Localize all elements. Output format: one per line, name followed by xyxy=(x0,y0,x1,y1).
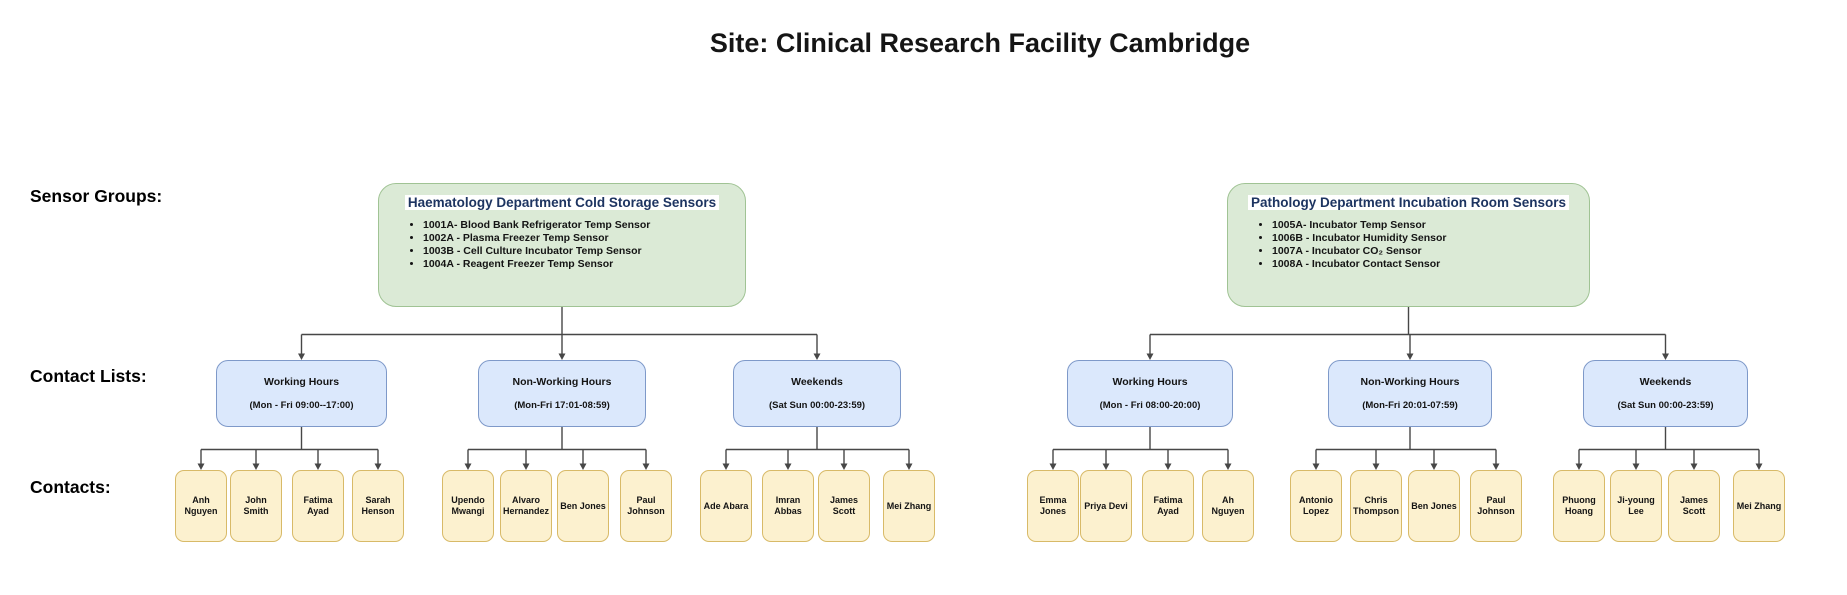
contact-list-name: Weekends xyxy=(791,376,843,388)
contact-list-schedule: (Mon - Fri 08:00-20:00) xyxy=(1099,400,1201,411)
contact-name: Imran Abbas xyxy=(774,495,802,516)
contact-list-schedule: (Sat Sun 00:00-23:59) xyxy=(1617,400,1714,411)
contact-node: Mei Zhang xyxy=(883,470,935,542)
contact-list-schedule: (Mon-Fri 17:01-08:59) xyxy=(514,400,610,411)
contact-node: Anh Nguyen xyxy=(175,470,227,542)
contact-list-name: Weekends xyxy=(1639,376,1692,388)
contact-node: Fatima Ayad xyxy=(1142,470,1194,542)
contact-list-node: Working Hours (Mon - Fri 09:00--17:00) xyxy=(216,360,387,427)
contact-name: Ben Jones xyxy=(1411,500,1457,511)
sensor-list-item: 1007A - Incubator CO₂ Sensor xyxy=(1272,245,1581,258)
contact-node: Sarah Henson xyxy=(352,470,404,542)
sensor-list-item: 1005A- Incubator Temp Sensor xyxy=(1272,219,1581,232)
sensor-list-item: 1002A - Plasma Freezer Temp Sensor xyxy=(423,232,737,245)
contact-node: Upendo Mwangi xyxy=(442,470,494,542)
contact-name: Fatima Ayad xyxy=(303,495,333,516)
sensor-list: 1005A- Incubator Temp Sensor 1006B - Inc… xyxy=(1236,219,1581,271)
contact-list-name: Working Hours xyxy=(263,376,340,388)
contact-name: Sarah Henson xyxy=(361,495,395,516)
contact-list-node: Weekends (Sat Sun 00:00-23:59) xyxy=(733,360,901,427)
contact-name: Priya Devi xyxy=(1084,500,1128,511)
contact-name: Phuong Hoang xyxy=(1562,495,1596,516)
contact-name: Ben Jones xyxy=(560,500,606,511)
sensor-group-node: Pathology Department Incubation Room Sen… xyxy=(1227,183,1590,307)
contact-name: Mei Zhang xyxy=(886,500,932,511)
contact-node: Phuong Hoang xyxy=(1553,470,1605,542)
contact-node: Chris Thompson xyxy=(1350,470,1402,542)
contact-list-name: Working Hours xyxy=(1112,376,1188,388)
contact-list-node: Non-Working Hours (Mon-Fri 17:01-08:59) xyxy=(478,360,646,427)
sensor-list-item: 1008A - Incubator Contact Sensor xyxy=(1272,258,1581,271)
contact-node: Mei Zhang xyxy=(1733,470,1785,542)
sensor-list-item: 1001A- Blood Bank Refrigerator Temp Sens… xyxy=(423,219,737,232)
contact-name: John Smith xyxy=(243,495,269,516)
contact-node: James Scott xyxy=(818,470,870,542)
contact-node: Paul Johnson xyxy=(1470,470,1522,542)
contact-node: Fatima Ayad xyxy=(292,470,344,542)
contact-name: Ade Abara xyxy=(703,500,749,511)
contact-node: Ji-young Lee xyxy=(1610,470,1662,542)
contact-node: Alvaro Hernandez xyxy=(500,470,552,542)
contact-list-name: Non-Working Hours xyxy=(1360,376,1460,388)
contact-name: Antonio Lopez xyxy=(1299,495,1333,516)
contact-name: Fatima Ayad xyxy=(1153,495,1183,516)
contact-node: Ah Nguyen xyxy=(1202,470,1254,542)
contact-list-schedule: (Mon-Fri 20:01-07:59) xyxy=(1362,400,1458,411)
contact-name: Upendo Mwangi xyxy=(451,495,485,516)
contact-list-name: Non-Working Hours xyxy=(512,376,612,388)
row-label-contact-lists: Contact Lists: xyxy=(30,366,147,386)
sensor-list-item: 1004A - Reagent Freezer Temp Sensor xyxy=(423,258,737,271)
contact-name: James Scott xyxy=(1679,495,1709,516)
sensor-list-item: 1003B - Cell Culture Incubator Temp Sens… xyxy=(423,245,737,258)
contact-name: Paul Johnson xyxy=(627,495,665,516)
contact-list-node: Weekends (Sat Sun 00:00-23:59) xyxy=(1583,360,1748,427)
contact-list-node: Non-Working Hours (Mon-Fri 20:01-07:59) xyxy=(1328,360,1492,427)
site-title: Site: Clinical Research Facility Cambrid… xyxy=(709,28,1251,58)
contact-node: Antonio Lopez xyxy=(1290,470,1342,542)
contact-node: Emma Jones xyxy=(1027,470,1079,542)
contact-name: Ji-young Lee xyxy=(1617,495,1655,516)
contact-name: Mei Zhang xyxy=(1736,500,1782,511)
contact-node: John Smith xyxy=(230,470,282,542)
contact-name: Ah Nguyen xyxy=(1211,495,1245,516)
contact-node: James Scott xyxy=(1668,470,1720,542)
contact-node: Ben Jones xyxy=(557,470,609,542)
contact-node: Priya Devi xyxy=(1080,470,1132,542)
row-label-sensor-groups: Sensor Groups: xyxy=(30,186,163,206)
contact-name: Alvaro Hernandez xyxy=(503,495,550,516)
contact-list-schedule: (Mon - Fri 09:00--17:00) xyxy=(249,400,354,411)
contact-name: Chris Thompson xyxy=(1353,495,1399,516)
row-label-contacts: Contacts: xyxy=(30,477,111,497)
contact-node: Ben Jones xyxy=(1408,470,1460,542)
sensor-group-title: Pathology Department Incubation Room Sen… xyxy=(1236,195,1581,210)
contact-list-schedule: (Sat Sun 00:00-23:59) xyxy=(768,400,866,411)
contact-name: James Scott xyxy=(829,495,859,516)
contact-node: Ade Abara xyxy=(700,470,752,542)
sensor-list-item: 1006B - Incubator Humidity Sensor xyxy=(1272,232,1581,245)
contact-name: Anh Nguyen xyxy=(184,495,218,516)
sensor-group-node: Haematology Department Cold Storage Sens… xyxy=(378,183,746,307)
contact-name: Emma Jones xyxy=(1039,495,1067,516)
sensor-list: 1001A- Blood Bank Refrigerator Temp Sens… xyxy=(387,219,737,271)
sensor-group-title: Haematology Department Cold Storage Sens… xyxy=(387,195,737,210)
contact-name: Paul Johnson xyxy=(1477,495,1515,516)
contact-node: Imran Abbas xyxy=(762,470,814,542)
contact-list-node: Working Hours (Mon - Fri 08:00-20:00) xyxy=(1067,360,1233,427)
contact-node: Paul Johnson xyxy=(620,470,672,542)
